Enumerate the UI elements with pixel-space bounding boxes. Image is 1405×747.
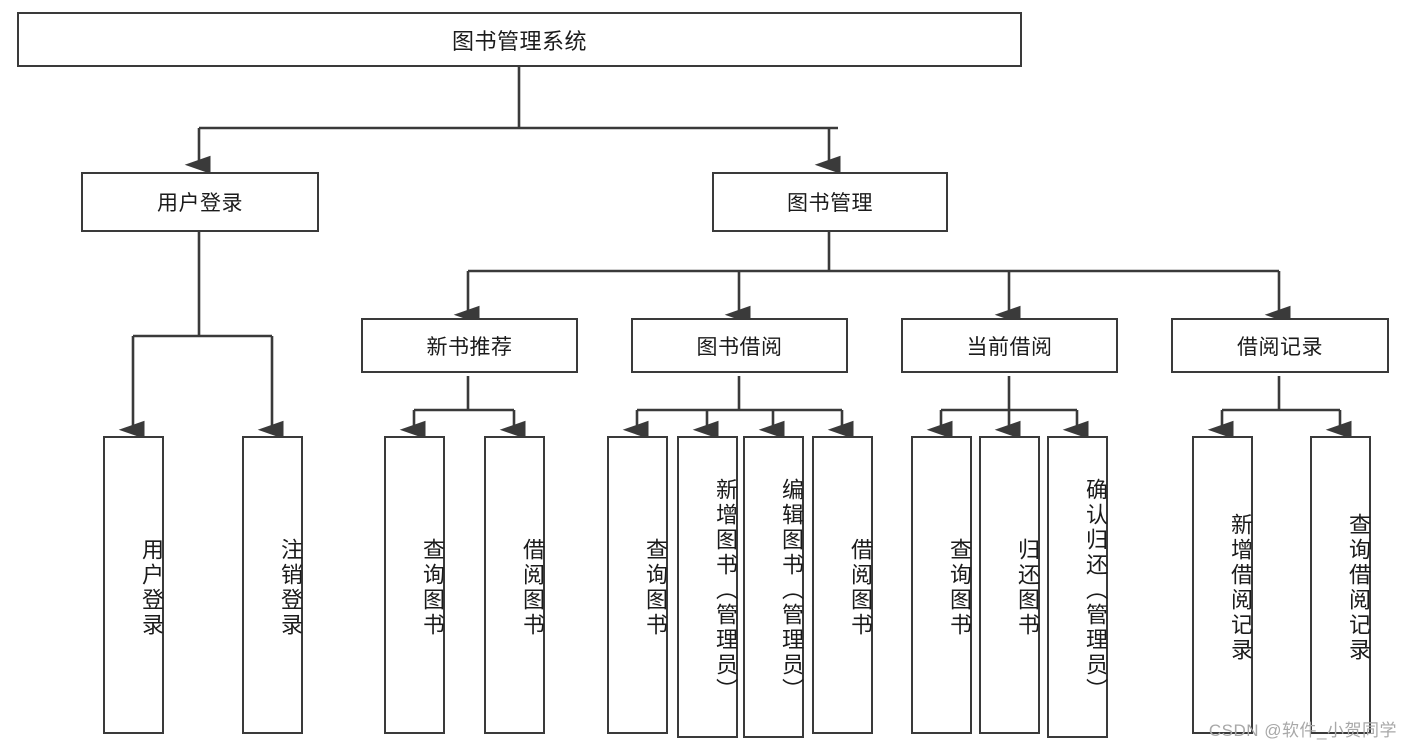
leaf-record-add[interactable]: 新增借阅记录 — [1192, 436, 1253, 734]
node-current-borrow[interactable]: 当前借阅 — [901, 318, 1118, 373]
leaf-label: 查询图书 — [643, 538, 668, 638]
leaf-label: 注销登录 — [278, 538, 303, 638]
leaf-borrow-query-book[interactable]: 查询图书 — [607, 436, 668, 734]
csdn-watermark: CSDN @软件_小贺同学 — [1208, 721, 1397, 740]
leaf-label: 用户登录 — [139, 538, 164, 638]
leaf-label: 借阅图书 — [520, 538, 545, 638]
node-root-system[interactable]: 图书管理系统 — [17, 12, 1022, 67]
leaf-user-login[interactable]: 用户登录 — [103, 436, 164, 734]
leaf-user-logout[interactable]: 注销登录 — [242, 436, 303, 734]
leaf-borrow-edit-book[interactable]: 编辑图书（管理员） — [743, 436, 804, 738]
leaf-label: 归还图书 — [1015, 538, 1040, 638]
leaf-record-query[interactable]: 查询借阅记录 — [1310, 436, 1371, 734]
leaf-label: 借阅图书 — [848, 538, 873, 638]
node-new-book-recommend[interactable]: 新书推荐 — [361, 318, 578, 373]
node-book-borrow[interactable]: 图书借阅 — [631, 318, 848, 373]
leaf-label: 查询借阅记录 — [1346, 513, 1371, 663]
leaf-label: 确认归还（管理员） — [1083, 477, 1108, 703]
leaf-current-return-book[interactable]: 归还图书 — [979, 436, 1040, 734]
node-borrow-record[interactable]: 借阅记录 — [1171, 318, 1389, 373]
leaf-label: 查询图书 — [947, 538, 972, 638]
leaf-borrow-add-book[interactable]: 新增图书（管理员） — [677, 436, 738, 738]
leaf-current-query-book[interactable]: 查询图书 — [911, 436, 972, 734]
leaf-label: 编辑图书（管理员） — [779, 477, 804, 703]
leaf-recommend-query-book[interactable]: 查询图书 — [384, 436, 445, 734]
leaf-label: 新增图书（管理员） — [713, 477, 738, 703]
leaf-borrow-borrow-book[interactable]: 借阅图书 — [812, 436, 873, 734]
leaf-label: 新增借阅记录 — [1228, 513, 1253, 663]
node-book-management[interactable]: 图书管理 — [712, 172, 948, 232]
leaf-recommend-borrow-book[interactable]: 借阅图书 — [484, 436, 545, 734]
leaf-current-confirm-return[interactable]: 确认归还（管理员） — [1047, 436, 1108, 738]
node-user-login[interactable]: 用户登录 — [81, 172, 319, 232]
leaf-label: 查询图书 — [420, 538, 445, 638]
